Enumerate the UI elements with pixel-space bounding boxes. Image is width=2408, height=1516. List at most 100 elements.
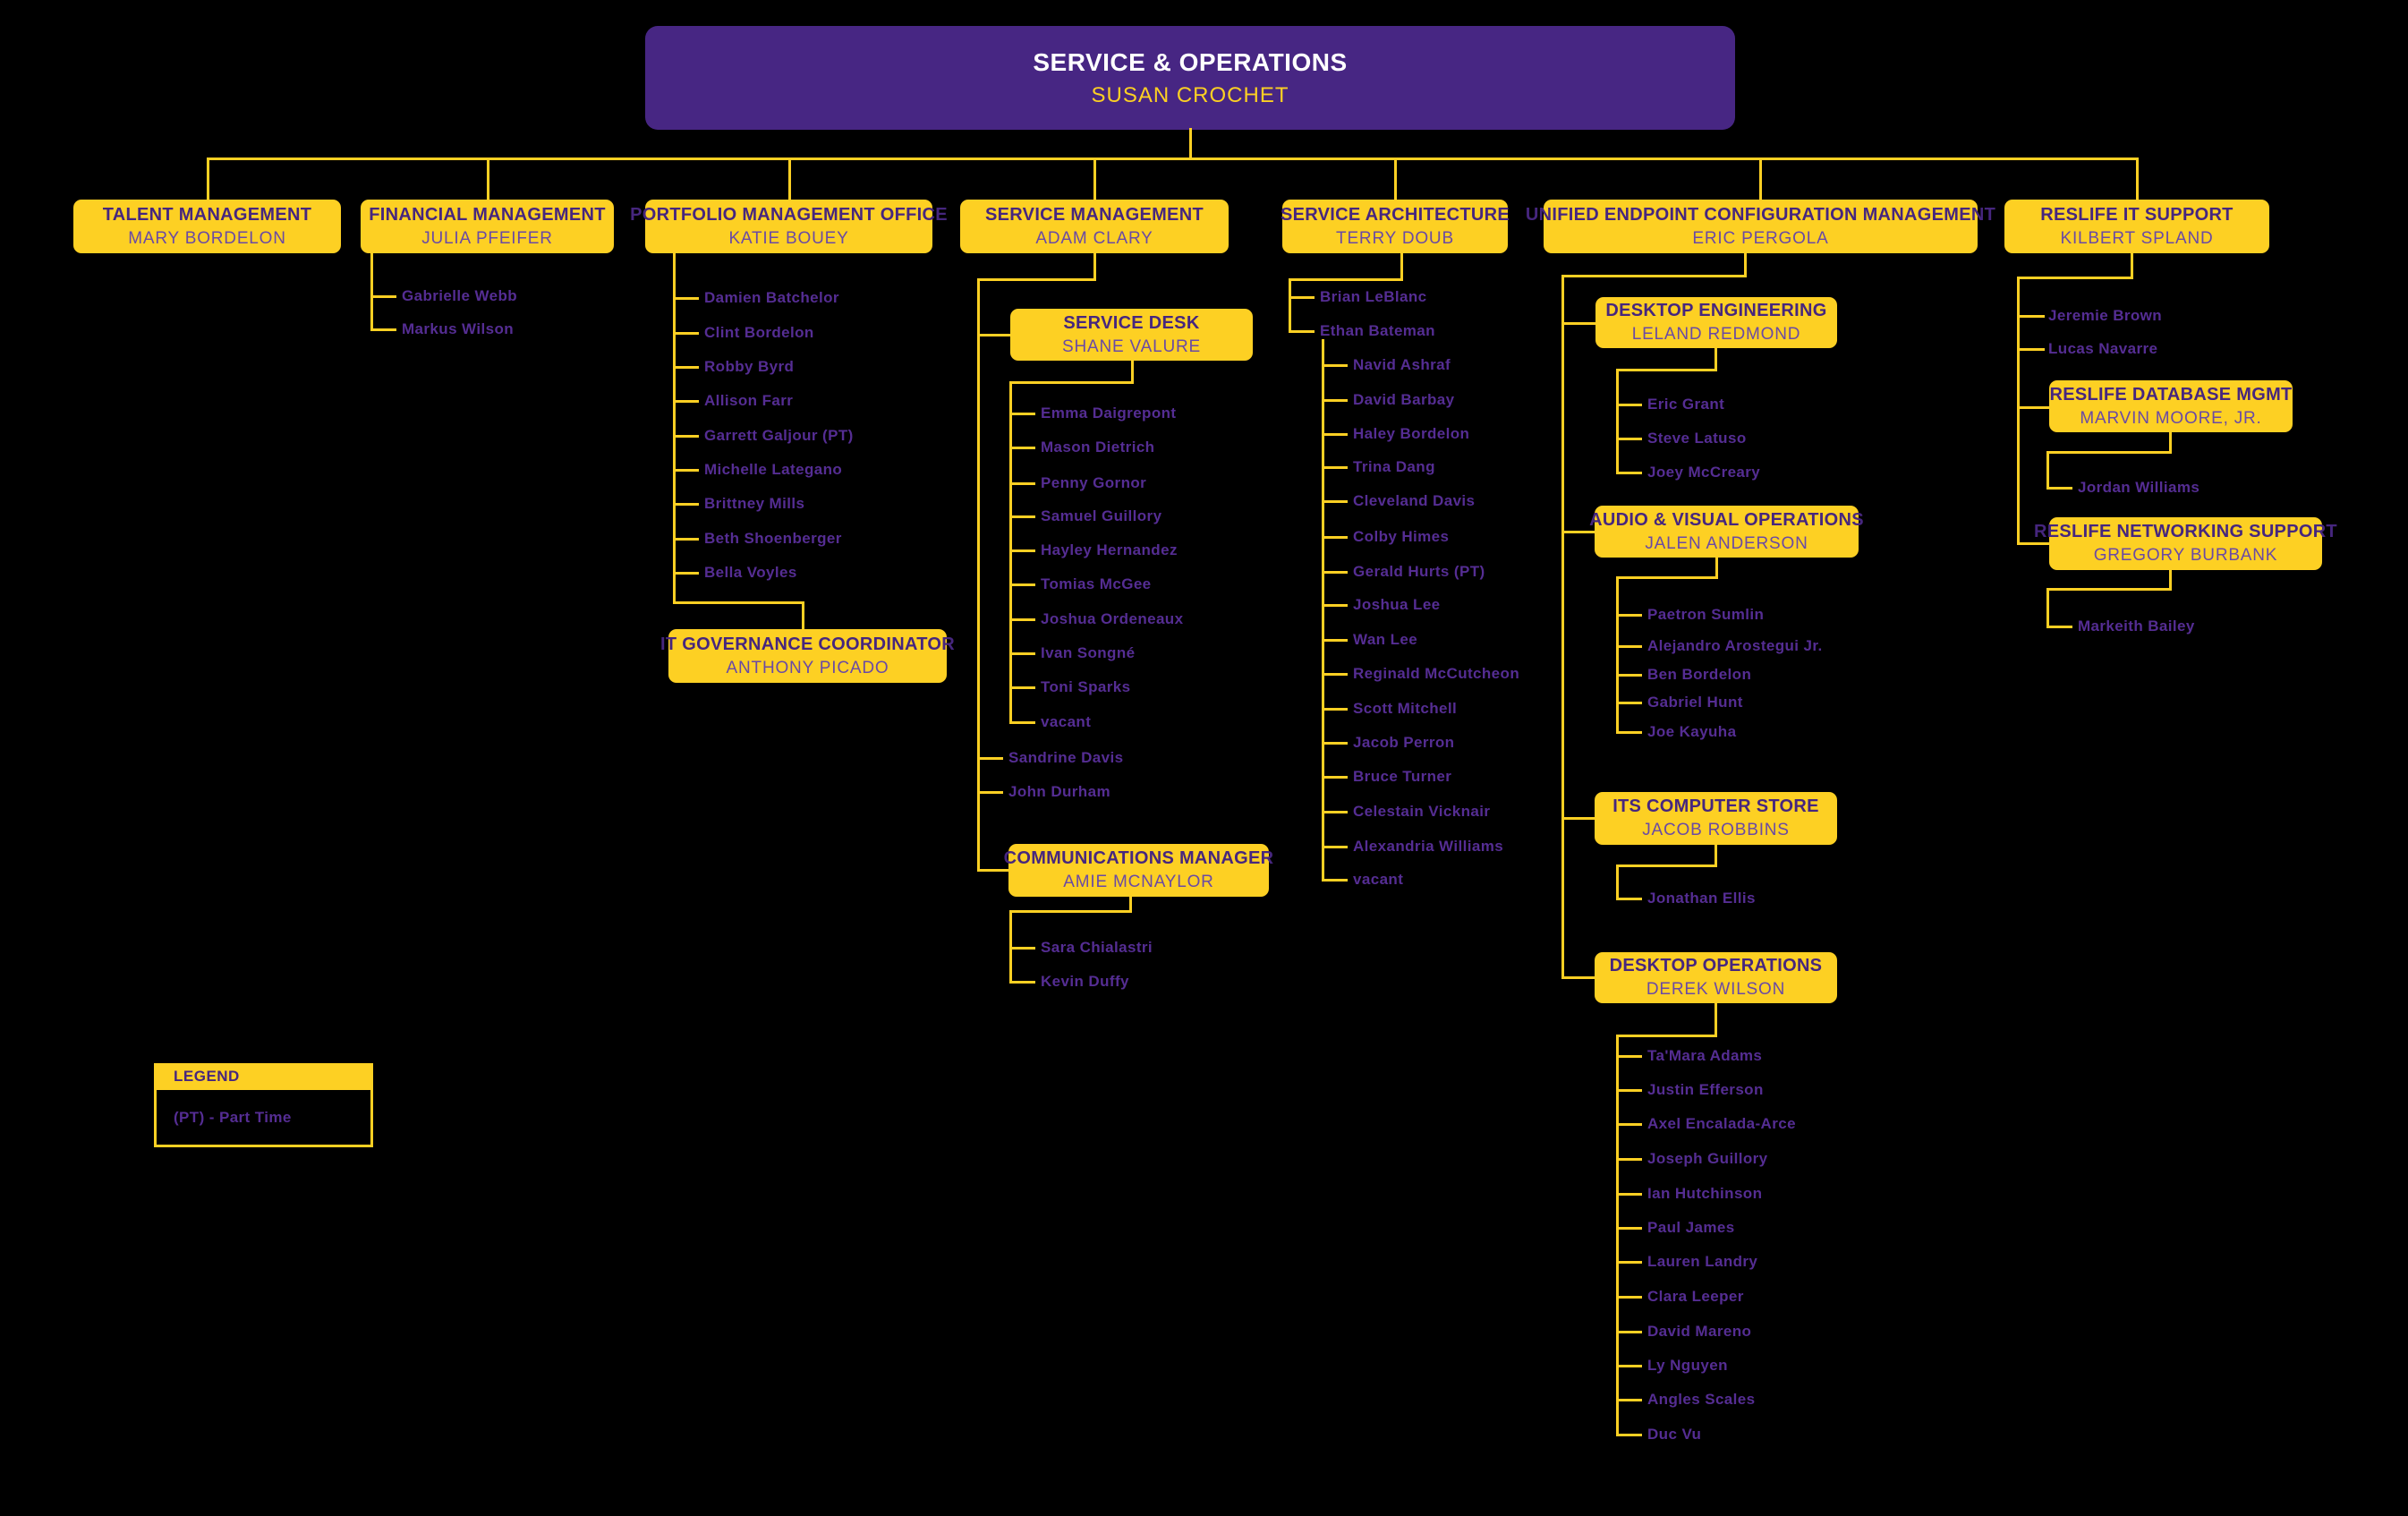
connector-line [2046, 450, 2172, 454]
org-node-reslife-database-mgmt: RESLIFE DATABASE MGMT MARVIN MOORE, JR. [2049, 380, 2293, 432]
connector-line [2016, 276, 2020, 545]
dept-title: FINANCIAL MANAGEMENT [369, 204, 606, 225]
person-tick-line [1008, 686, 1035, 689]
connector-line [1615, 368, 1717, 371]
person-tick-line [1615, 897, 1642, 900]
person-tick-line [1321, 465, 1348, 469]
connector-line [2016, 276, 2133, 279]
person-tick-line [672, 502, 699, 506]
person-tick-line [1615, 1054, 1642, 1058]
connector-line [976, 277, 980, 872]
person-label: Alexandria Williams [1353, 838, 1504, 855]
person-label: Joshua Ordeneaux [1041, 610, 1184, 627]
person-label: Colby Himes [1353, 528, 1450, 545]
connector-line [1615, 368, 1619, 474]
connector-line [1321, 338, 1324, 881]
person-label: Robby Byrd [704, 358, 795, 375]
legend: LEGEND (PT) - Part Time [154, 1063, 373, 1147]
person-tick-line [672, 296, 699, 300]
person-label: Ivan Songné [1041, 644, 1136, 661]
org-node-talent-management: TALENT MANAGEMENT MARY BORDELON [73, 200, 341, 253]
person-label: Axel Encalada-Arce [1647, 1115, 1796, 1132]
connector-line [1188, 127, 1192, 160]
person-label: Alejandro Arostegui Jr. [1647, 637, 1823, 654]
person-tick-line [1615, 1260, 1642, 1264]
person-label: Sara Chialastri [1041, 939, 1153, 956]
dept-title: SERVICE ARCHITECTURE [1280, 204, 1510, 225]
person-tick-line [1615, 403, 1642, 406]
connector-line [1615, 864, 1619, 900]
connector-line [1008, 909, 1132, 913]
person-label: Kevin Duffy [1041, 973, 1129, 990]
dept-manager-name: JACOB ROBBINS [1642, 821, 1790, 839]
person-tick-line [1615, 1433, 1642, 1436]
connector-line [1561, 321, 1597, 325]
connector-line [1008, 380, 1012, 724]
connector-line [1561, 274, 1564, 979]
connector-line [2046, 450, 2049, 490]
dept-title: RESLIFE NETWORKING SUPPORT [2034, 522, 2337, 541]
dept-title: TALENT MANAGEMENT [102, 204, 312, 225]
dept-manager-name: LELAND REDMOND [1631, 325, 1801, 344]
person-label: Scott Mitchell [1353, 700, 1458, 717]
person-tick-line [1288, 295, 1315, 299]
person-tick-line [672, 434, 699, 438]
person-tick-line [1321, 398, 1348, 402]
dept-manager-name: SHANE VALURE [1062, 336, 1201, 356]
connector-line [1615, 1034, 1619, 1436]
person-label: Allison Farr [704, 392, 794, 409]
person-tick-line [1321, 672, 1348, 676]
connector-line [1561, 816, 1596, 820]
person-tick-line [976, 756, 1003, 760]
person-tick-line [2016, 314, 2043, 318]
connector-line [1400, 251, 1403, 281]
dept-title: RESLIFE DATABASE MGMT [2049, 384, 2293, 405]
connector-line [1561, 975, 1596, 979]
dept-title: ITS COMPUTER STORE [1612, 796, 1819, 816]
connector-line [1288, 277, 1291, 333]
person-label: Joe Kayuha [1647, 723, 1737, 740]
person-label: Michelle Lategano [704, 461, 843, 478]
person-label: Joseph Guillory [1647, 1150, 1768, 1167]
dept-manager-name: MARY BORDELON [128, 228, 286, 248]
org-node-unified-endpoint-configuration-management: UNIFIED ENDPOINT CONFIGURATION MANAGEMEN… [1526, 200, 1995, 253]
person-label: Joey McCreary [1647, 464, 1761, 481]
person-tick-line [1615, 730, 1642, 734]
person-label: Angles Scales [1647, 1391, 1756, 1408]
dept-manager-name: KILBERT SPLAND [2060, 228, 2214, 248]
person-label: Ly Nguyen [1647, 1357, 1728, 1374]
connector-line [1128, 895, 1132, 913]
connector-line [1393, 157, 1397, 201]
person-label: Emma Daigrepont [1041, 405, 1177, 422]
connector-line [1714, 346, 1717, 371]
dept-title: UNIFIED ENDPOINT CONFIGURATION MANAGEMEN… [1525, 204, 1996, 225]
connector-line [672, 600, 804, 604]
person-tick-line [1321, 603, 1348, 607]
dept-manager-name: ERIC PERGOLA [1692, 228, 1829, 248]
person-label: Ethan Bateman [1320, 322, 1435, 339]
person-tick-line [1321, 878, 1348, 881]
dept-manager-name: ANTHONY PICADO [726, 658, 889, 677]
dept-manager-name: MARVIN MOORE, JR. [2080, 408, 2262, 428]
connector-line [2130, 251, 2133, 279]
connector-line [2168, 568, 2172, 591]
connector-line [1093, 157, 1096, 201]
person-label: Sandrine Davis [1008, 749, 1124, 766]
person-label: Duc Vu [1647, 1426, 1702, 1443]
person-tick-line [1615, 1157, 1642, 1161]
person-tick-line [1615, 644, 1642, 648]
person-tick-line [1321, 707, 1348, 711]
person-tick-line [1321, 638, 1348, 642]
connector-line [1008, 380, 1134, 384]
person-label: Jonathan Ellis [1647, 890, 1756, 907]
person-tick-line [1008, 446, 1035, 449]
person-label: Samuel Guillory [1041, 507, 1162, 524]
connector-line [1715, 556, 1718, 579]
person-tick-line [1008, 652, 1035, 655]
person-label: Garrett Galjour (PT) [704, 427, 854, 444]
person-label: Paetron Sumlin [1647, 606, 1765, 623]
connector-line [206, 157, 209, 201]
person-label: Brittney Mills [704, 495, 805, 512]
